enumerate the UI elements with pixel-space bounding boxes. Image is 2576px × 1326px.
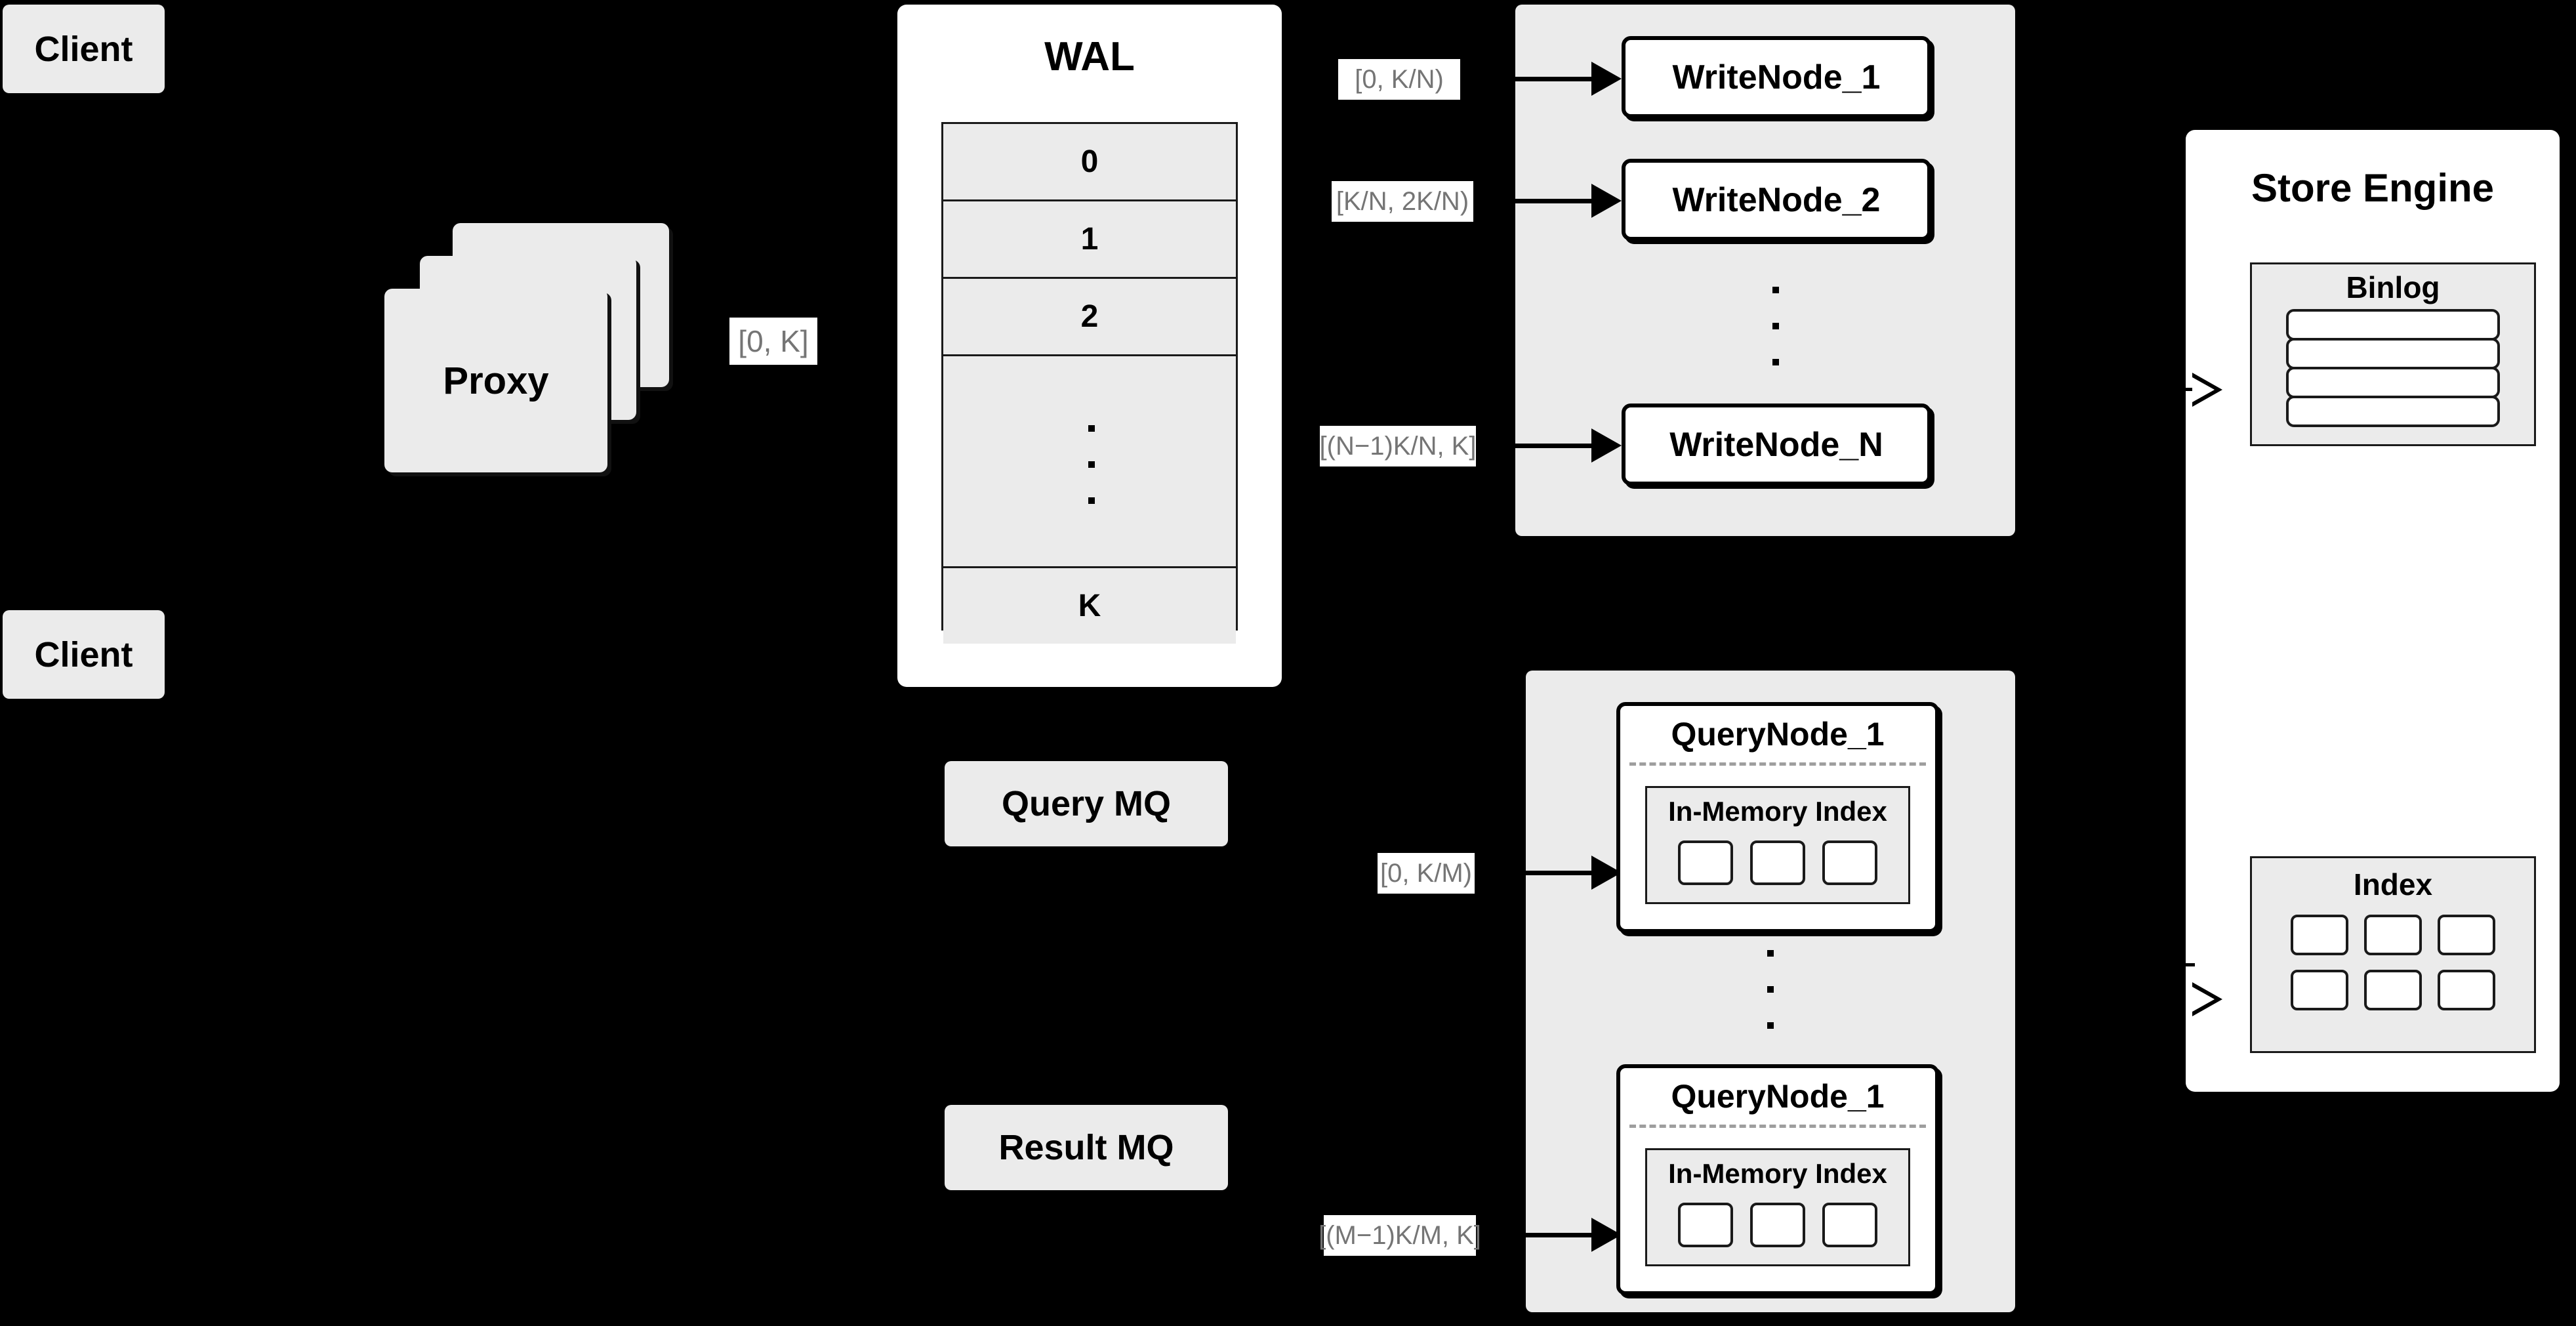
write-node-2[interactable]: WriteNode_2 [1622, 159, 1931, 241]
proxy-label: Proxy [443, 359, 549, 402]
store-engine-title-text: Store Engine [2251, 165, 2495, 210]
binlog-row[interactable] [2286, 367, 2500, 398]
write-node-2-range-text: [K/N, 2K/N) [1336, 186, 1469, 216]
client-label-1: Client [34, 29, 133, 69]
wal-row-1-value: 1 [1080, 222, 1099, 257]
query-node-m[interactable]: QueryNode_1 In-Memory Index [1616, 1064, 1939, 1295]
write-node-1-range-tag: [0, K/N) [1338, 59, 1460, 100]
write-node-2-range-tag: [K/N, 2K/N) [1332, 181, 1473, 222]
query-cluster-ellipsis-dot-1 [1767, 950, 1774, 957]
index-cell[interactable] [2291, 970, 2348, 1010]
write-node-1-label: WriteNode_1 [1672, 58, 1881, 96]
query-mq-label: Query MQ [1001, 784, 1172, 823]
index-title: Index [2252, 858, 2534, 911]
wal-table: 0 1 2 K [941, 122, 1238, 644]
index-arrow-line [2161, 963, 2195, 966]
query-node-1-inmemory-index-title: In-Memory Index [1647, 788, 1908, 835]
query-node-m-inmemory-index-title-text: In-Memory Index [1668, 1158, 1887, 1189]
index-cell[interactable] [2364, 915, 2422, 955]
wal-row-0[interactable]: 0 [943, 124, 1236, 201]
query-node-1-range-tag: [0, K/M) [1378, 853, 1475, 894]
query-node-1-arrow-line [1484, 871, 1595, 875]
query-node-m-range-text: [(M−1)K/M, K] [1319, 1220, 1481, 1250]
result-mq-box[interactable]: Result MQ [945, 1105, 1228, 1190]
write-node-n-range-tag: [(N−1)K/N, K] [1320, 426, 1476, 466]
index-arrow-head [2192, 982, 2222, 1016]
query-node-m-arrow-line [1484, 1233, 1595, 1237]
write-node-n-arrow-head [1591, 428, 1622, 463]
index-cell[interactable] [2438, 970, 2495, 1010]
query-node-m-range-tag: [(M−1)K/M, K] [1319, 1215, 1481, 1256]
query-mq-box[interactable]: Query MQ [945, 761, 1228, 846]
index-cell[interactable] [2438, 915, 2495, 955]
query-node-1-range-text: [0, K/M) [1380, 858, 1473, 888]
wal-row-ellipsis [943, 356, 1236, 568]
query-node-m-inmemory-index: In-Memory Index [1645, 1148, 1910, 1266]
store-engine-title: Store Engine [2186, 163, 2560, 213]
binlog-arrow-line [2161, 388, 2195, 391]
binlog-row[interactable] [2286, 309, 2500, 341]
client-label-2: Client [34, 634, 133, 674]
query-node-m-separator [1629, 1125, 1926, 1128]
binlog-title: Binlog [2252, 264, 2534, 310]
query-node-1[interactable]: QueryNode_1 In-Memory Index [1616, 702, 1939, 933]
write-node-1-range-text: [0, K/N) [1355, 64, 1444, 94]
query-node-1-inmemory-index-title-text: In-Memory Index [1668, 796, 1887, 827]
write-node-n-arrow-line [1484, 444, 1595, 448]
index-cell[interactable] [2291, 915, 2348, 955]
query-node-m-title: QueryNode_1 [1620, 1068, 1935, 1125]
write-node-1-arrow-line [1484, 77, 1595, 81]
binlog-arrow-head [2192, 373, 2222, 407]
wal-row-2[interactable]: 2 [943, 279, 1236, 356]
write-node-1-arrow-head [1591, 62, 1622, 96]
wal-row-1[interactable]: 1 [943, 201, 1236, 279]
client-box-1[interactable]: Client [3, 5, 165, 93]
index-title-text: Index [2353, 867, 2433, 901]
query-node-m-segment-2[interactable] [1750, 1203, 1805, 1247]
proxy-card-front[interactable]: Proxy [384, 289, 607, 472]
write-node-n-label: WriteNode_N [1669, 425, 1883, 464]
query-node-m-inmemory-index-title: In-Memory Index [1647, 1150, 1908, 1197]
query-node-m-segment-1[interactable] [1678, 1203, 1733, 1247]
query-node-1-title: QueryNode_1 [1620, 706, 1935, 762]
proxy-output-range-text: [0, K] [738, 324, 809, 358]
query-cluster-ellipsis-dot-2 [1767, 986, 1774, 993]
write-cluster-ellipsis-dot-1 [1772, 287, 1779, 293]
query-cluster-ellipsis-dot-3 [1767, 1022, 1774, 1029]
query-node-1-inmemory-index: In-Memory Index [1645, 786, 1910, 904]
wal-ellipsis-dot-2 [1088, 461, 1095, 468]
wal-row-k[interactable]: K [943, 568, 1236, 644]
write-node-n-range-text: [(N−1)K/N, K] [1319, 431, 1477, 461]
query-node-1-separator [1629, 762, 1926, 766]
write-node-2-label: WriteNode_2 [1672, 180, 1881, 219]
write-cluster-ellipsis-dot-3 [1772, 359, 1779, 365]
result-mq-label: Result MQ [998, 1128, 1174, 1167]
wal-row-2-value: 2 [1080, 299, 1099, 334]
write-node-n[interactable]: WriteNode_N [1622, 404, 1931, 486]
index-box: Index [2250, 856, 2536, 1053]
wal-title: WAL [897, 33, 1282, 80]
wal-row-0-value: 0 [1080, 144, 1099, 179]
proxy-output-range-tag: [0, K] [729, 318, 817, 365]
query-node-1-label: QueryNode_1 [1671, 716, 1885, 753]
client-box-2[interactable]: Client [3, 610, 165, 699]
query-node-1-segment-2[interactable] [1750, 840, 1805, 885]
write-node-2-arrow-head [1591, 184, 1622, 218]
query-node-1-segment-3[interactable] [1822, 840, 1877, 885]
write-cluster-ellipsis-dot-2 [1772, 323, 1779, 329]
query-node-m-label: QueryNode_1 [1671, 1078, 1885, 1115]
index-cell[interactable] [2364, 970, 2422, 1010]
binlog-title-text: Binlog [2346, 270, 2440, 304]
query-node-1-segment-1[interactable] [1678, 840, 1733, 885]
wal-ellipsis-dot-1 [1088, 425, 1095, 432]
binlog-row[interactable] [2286, 396, 2500, 427]
binlog-row[interactable] [2286, 338, 2500, 369]
write-node-2-arrow-line [1484, 199, 1595, 203]
wal-title-text: WAL [1044, 33, 1135, 79]
query-node-m-segment-3[interactable] [1822, 1203, 1877, 1247]
write-node-1[interactable]: WriteNode_1 [1622, 36, 1931, 118]
binlog-box: Binlog [2250, 262, 2536, 446]
wal-row-k-value: K [1078, 589, 1101, 623]
wal-ellipsis-dot-3 [1088, 497, 1095, 504]
